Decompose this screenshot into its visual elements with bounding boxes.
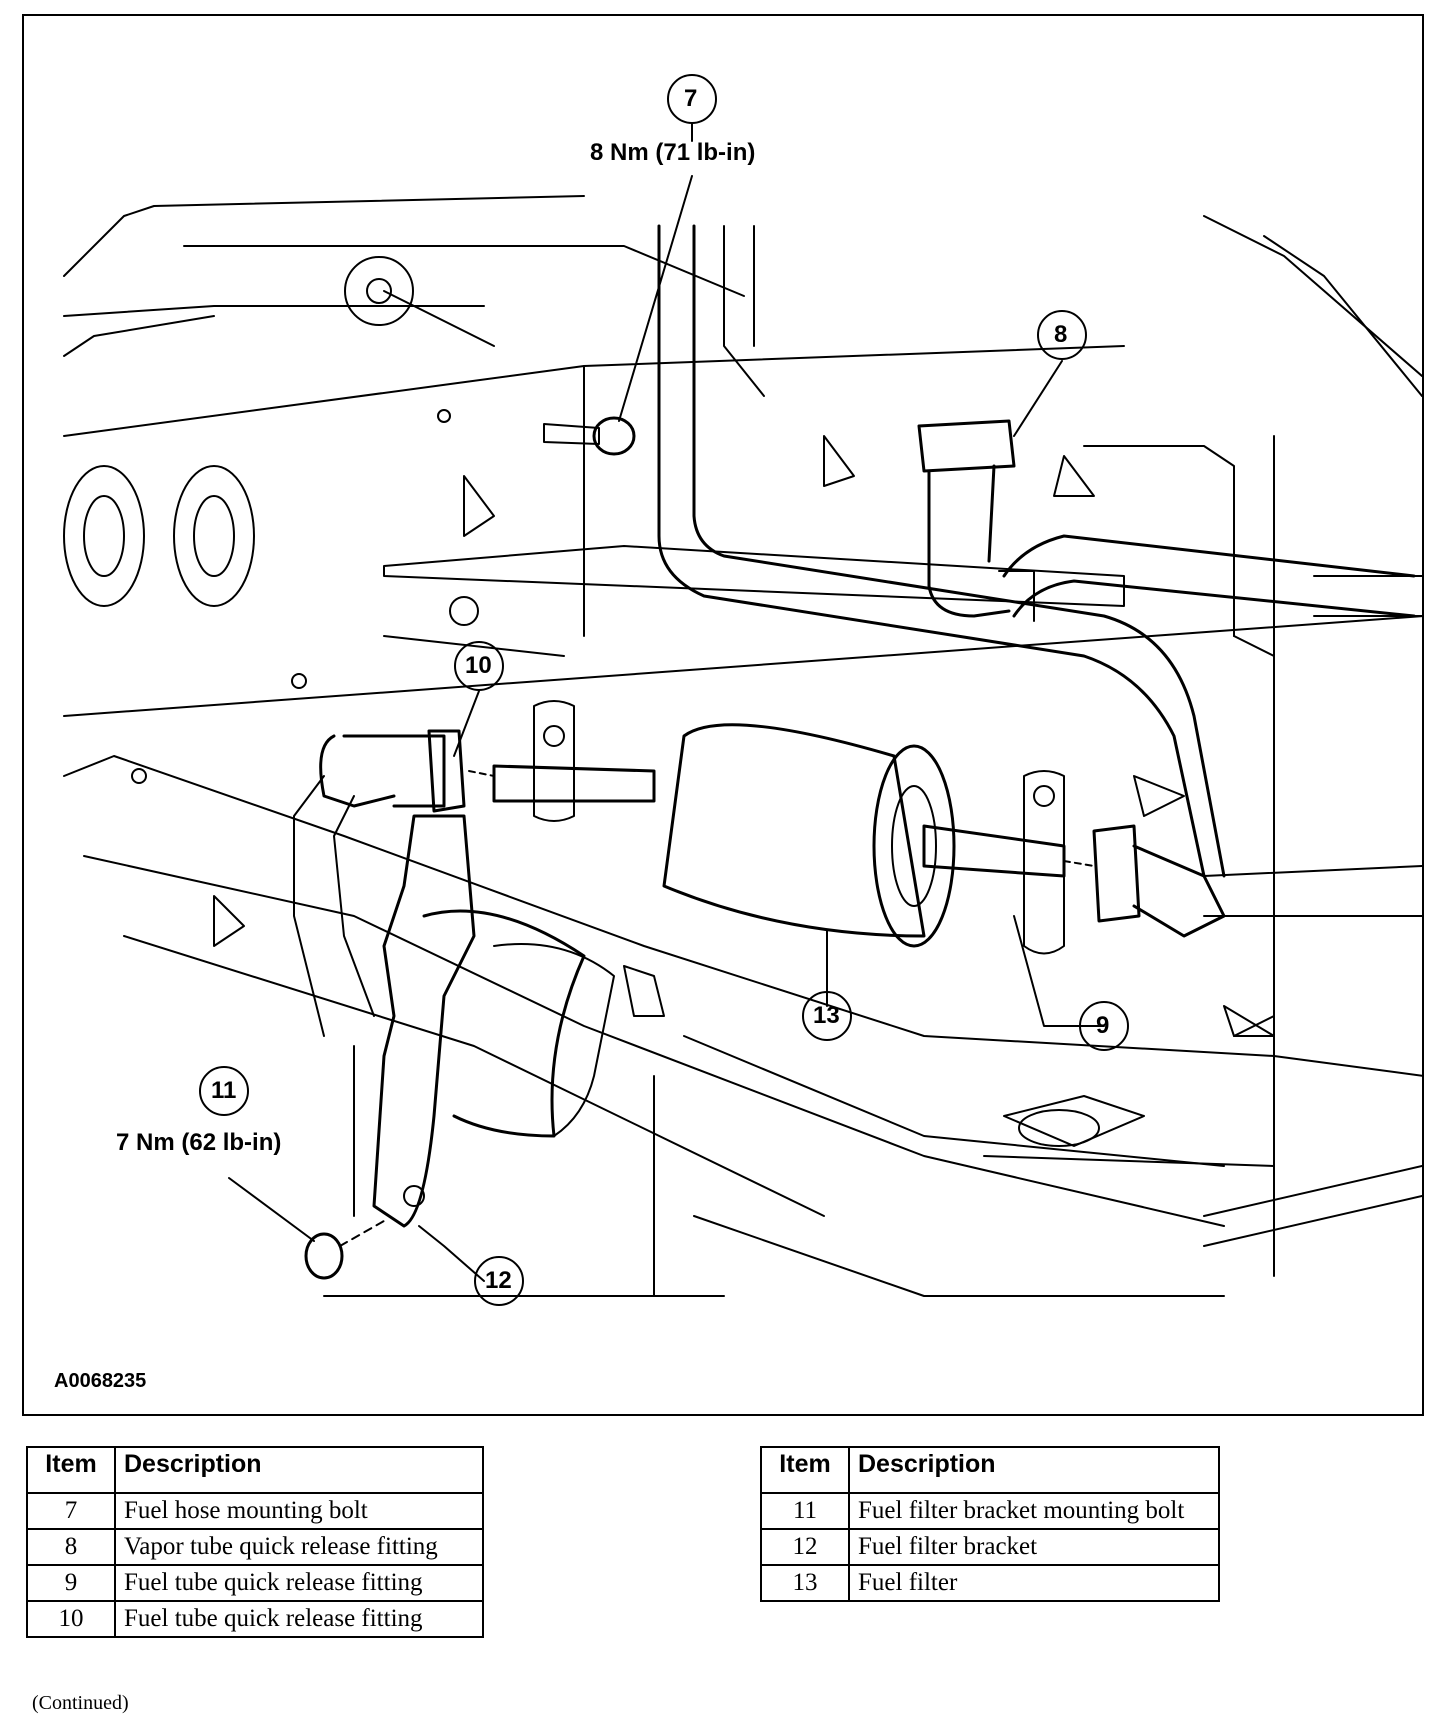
item-number: 13 [760,1564,850,1602]
item-description: Fuel tube quick release fitting [114,1564,484,1602]
table-row: 7 Fuel hose mounting bolt [26,1492,484,1530]
diagram-figure: 7 8 Nm (71 lb-in) 8 9 10 11 7 Nm (62 lb-… [22,14,1424,1416]
table-row: 9 Fuel tube quick release fitting [26,1564,484,1602]
callout-8-number: 8 [1054,321,1068,348]
callout-circle [667,74,717,124]
continued-note: (Continued) [32,1692,129,1714]
callout-7-torque: 8 Nm (71 lb-in) [590,139,756,166]
item-number: 8 [26,1528,116,1566]
legend-table-right: Item Description 11 Fuel filter bracket … [760,1446,1220,1602]
callout-12-number: 12 [485,1267,512,1294]
legend-table-left: Item Description 7 Fuel hose mounting bo… [26,1446,484,1638]
fuel-filter-illustration [63,74,1422,1306]
item-number: 11 [760,1492,850,1530]
column-header-description: Description [848,1446,1220,1494]
figure-id: A0068235 [54,1370,147,1392]
table-row: 13 Fuel filter [760,1564,1220,1602]
item-description: Fuel hose mounting bolt [114,1492,484,1530]
column-header-item: Item [26,1446,116,1494]
callout-11-torque: 7 Nm (62 lb-in) [116,1129,282,1156]
callout-13-number: 13 [813,1002,840,1029]
table-row: 8 Vapor tube quick release fitting [26,1528,484,1566]
item-description: Fuel filter [848,1564,1220,1602]
callout-9-number: 9 [1096,1012,1110,1039]
callout-11-number: 11 [211,1077,237,1104]
item-number: 10 [26,1600,116,1638]
item-description: Fuel filter bracket mounting bolt [848,1492,1220,1530]
item-description: Fuel tube quick release fitting [114,1600,484,1638]
item-number: 9 [26,1564,116,1602]
item-description: Vapor tube quick release fitting [114,1528,484,1566]
callout-10-number: 10 [465,652,492,679]
table-row: 10 Fuel tube quick release fitting [26,1600,484,1638]
column-header-item: Item [760,1446,850,1494]
item-number: 7 [26,1492,116,1530]
table-header-row: Item Description [26,1446,484,1494]
item-number: 12 [760,1528,850,1566]
column-header-description: Description [114,1446,484,1494]
item-description: Fuel filter bracket [848,1528,1220,1566]
callout-7-number: 7 [684,85,698,112]
table-row: 12 Fuel filter bracket [760,1528,1220,1566]
table-row: 11 Fuel filter bracket mounting bolt [760,1492,1220,1530]
table-header-row: Item Description [760,1446,1220,1494]
